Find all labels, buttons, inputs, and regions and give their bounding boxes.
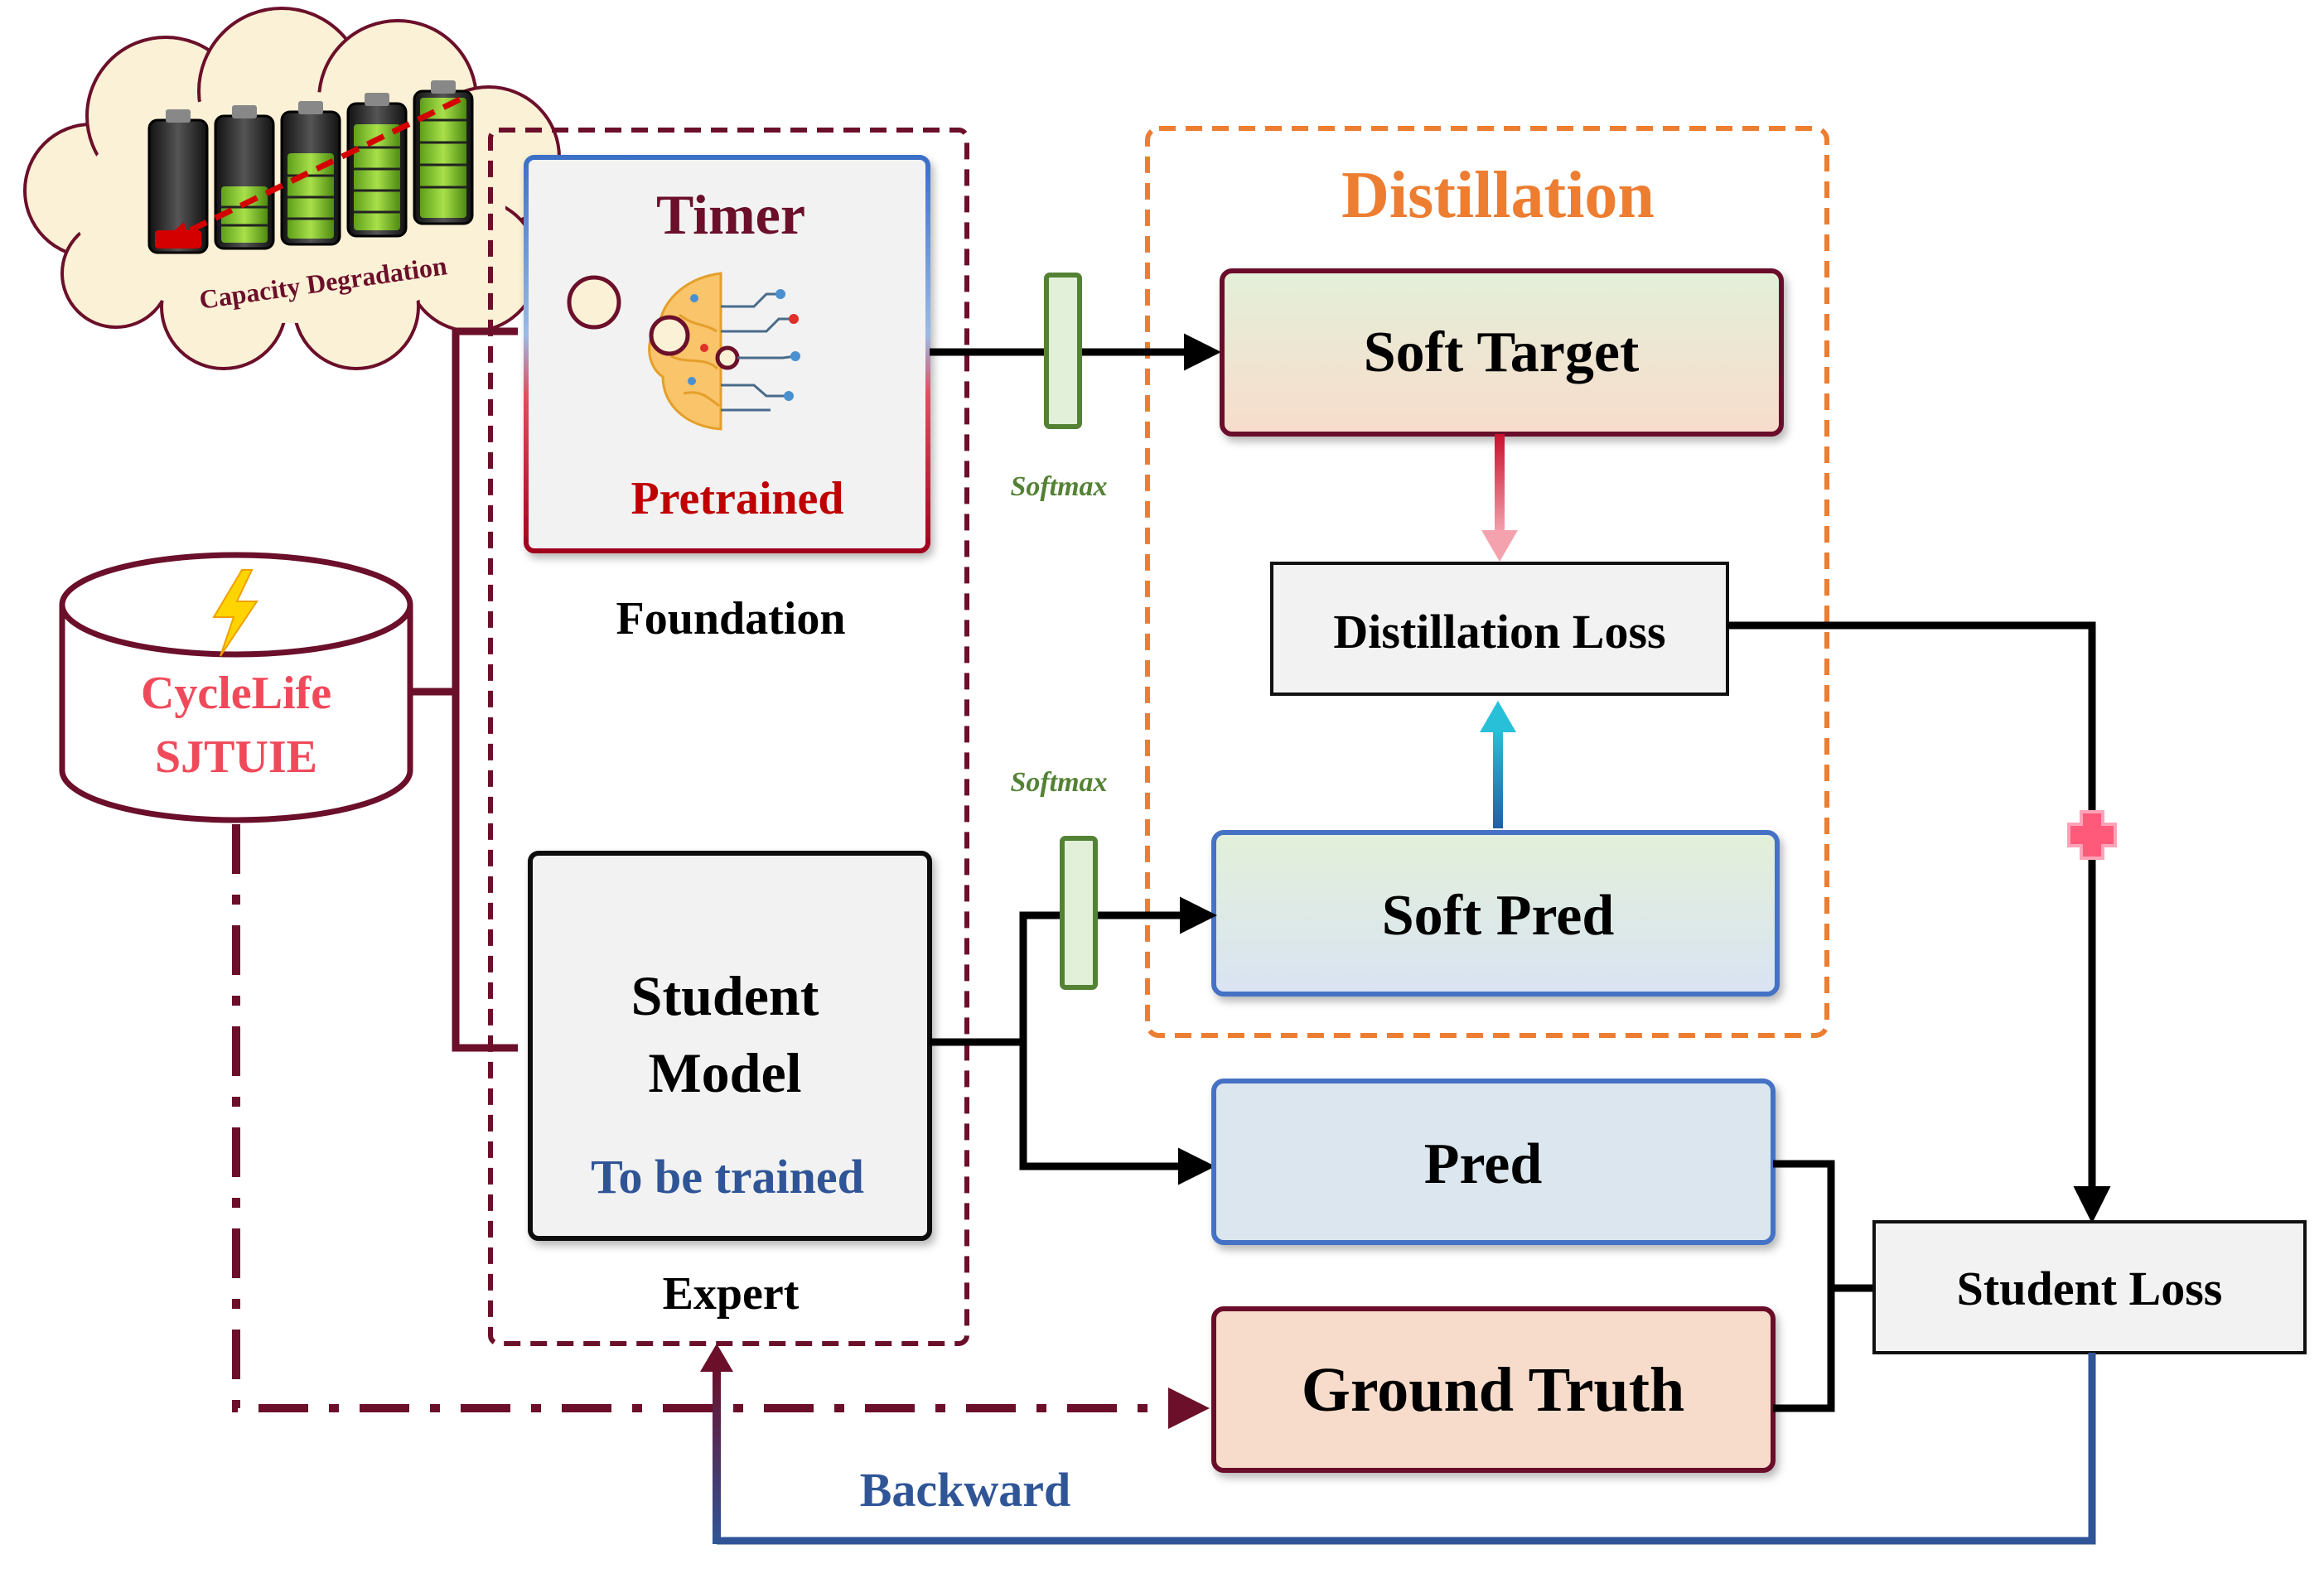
dataset-to-ground-truth-arrow [232,824,1210,1429]
battery-icon [413,80,474,225]
pred-box: Pred [1211,1079,1776,1245]
plus-icon [2067,810,2117,860]
softmax-layer-top [1044,273,1082,429]
battery-row [147,80,474,254]
student-output-connectors [930,896,1217,1185]
distillation-loss-label: Distillation Loss [1333,605,1665,659]
student-model-box: Student Model To be trained [528,851,932,1241]
distillation-boundary [1145,126,1829,1038]
student-loss-box: Student Loss [1872,1220,2307,1354]
dataset-cylinder: CycleLife SJTUIE [59,552,413,823]
decorative-circle-icon [567,275,621,330]
backward-label: Backward [860,1463,1071,1517]
ground-truth-box: Ground Truth [1211,1306,1776,1473]
student-model-line1: Student [631,964,819,1027]
degradation-trend-arrow [157,96,461,246]
dataset-to-models-connector [410,327,518,1052]
foundation-status: Pretrained [631,473,843,524]
foundation-model-box: Timer Pretrained [524,155,930,553]
pred-label: Pred [1424,1132,1543,1196]
distillation-title: Distillation [1341,159,1655,232]
softmax-layer-bottom [1060,836,1098,990]
student-model-status: To be trained [591,1150,864,1204]
softmax-label-bottom: Softmax [1010,767,1107,798]
battery-icon [280,101,341,246]
soft-pred-box: Soft Pred [1211,830,1780,997]
student-loss-label: Student Loss [1957,1262,2223,1315]
brain-network-icon [648,272,800,431]
capacity-degradation-cloud: Capacity Degradation [23,7,561,370]
soft-pred-to-loss-arrow [1480,701,1516,828]
backward-path-vertical [713,1368,721,1544]
foundation-title: Timer [656,183,805,246]
softmax-label-top: Softmax [1010,471,1107,502]
pred-ground-truth-bracket [1773,1160,1874,1412]
lightning-icon [212,569,258,657]
foundation-caption: Foundation [616,593,846,644]
dataset-name-line1: CycleLife [141,668,331,719]
backward-arrowhead [700,1344,733,1372]
battery-icon [346,93,408,238]
soft-target-label: Soft Target [1364,321,1640,384]
distillation-loss-to-student-loss-arrow [1727,621,2111,1223]
ground-truth-label: Ground Truth [1302,1355,1685,1425]
soft-target-box: Soft Target [1220,268,1784,437]
soft-target-to-loss-arrow [1481,434,1518,562]
expert-boundary [488,128,969,1346]
distillation-loss-box: Distillation Loss [1270,562,1729,696]
soft-pred-label: Soft Pred [1382,884,1615,948]
student-model-line2: Model [648,1041,801,1104]
expert-caption: Expert [663,1268,800,1320]
battery-icon [214,105,275,250]
dataset-name-line2: SJTUIE [155,731,317,783]
backward-path [717,1353,2096,1545]
